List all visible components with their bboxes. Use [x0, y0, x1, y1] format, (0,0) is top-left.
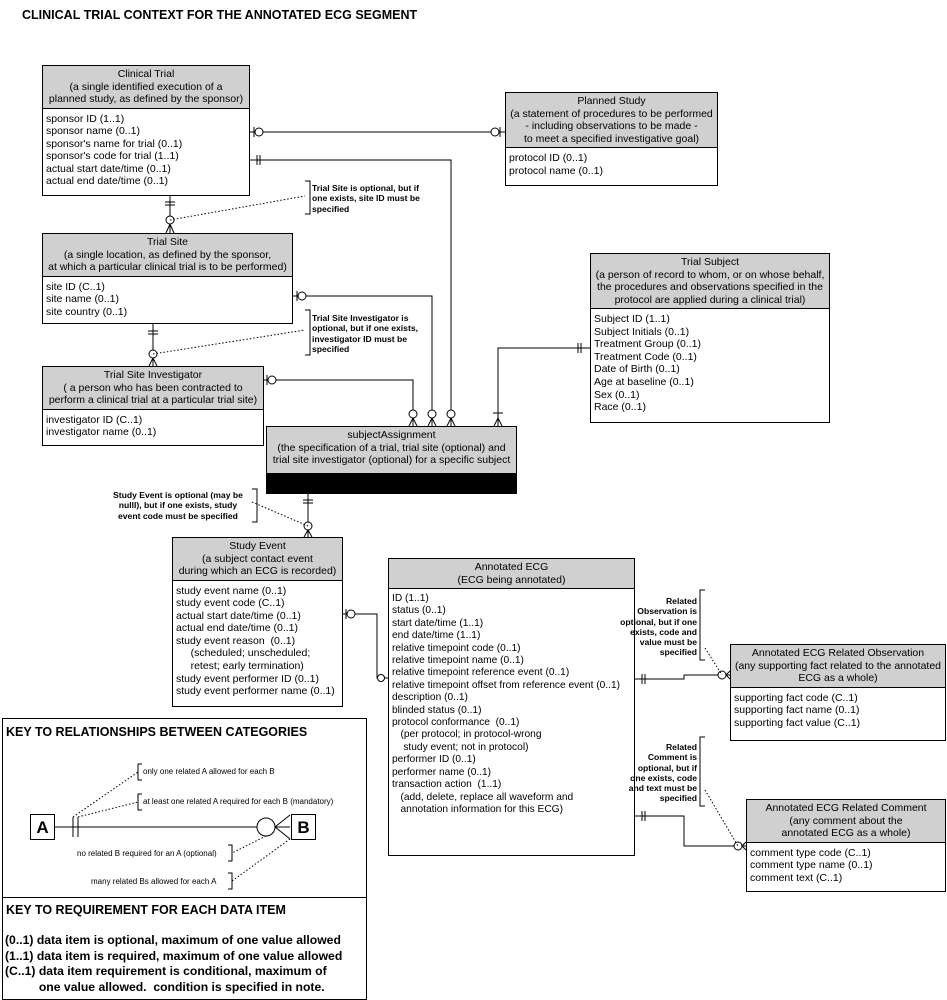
entity-description: (any comment about the: [789, 814, 903, 827]
entity-description: at which a particular clinical trial is …: [48, 261, 287, 273]
entity-header: Annotated ECG Related Comment (any comme…: [747, 800, 945, 843]
entity-title: Study Event: [229, 540, 286, 552]
key-requirements-list: (0..1) data item is optional, maximum of…: [5, 933, 343, 994]
key-relationships-title: KEY TO RELATIONSHIPS BETWEEN CATEGORIES: [6, 725, 308, 739]
entity-title: Trial Subject: [681, 256, 739, 268]
key-entity-b: B: [291, 814, 316, 840]
entity-trial-site[interactable]: Trial Site (a single location, as define…: [42, 233, 293, 324]
entity-attributes: site ID (C..1) site name (0..1) site cou…: [46, 280, 128, 318]
entity-title: Trial Site: [146, 236, 189, 248]
entity-header: Annotated ECG Related Observation (any s…: [731, 645, 945, 688]
key-label-at-least-one: at least one related A required for each…: [143, 797, 334, 806]
entity-description: ( a person who has been contracted to: [63, 381, 243, 394]
entity-description: perform a clinical trial at a particular…: [48, 394, 258, 406]
entity-description: (a statement of procedures to be perform…: [510, 107, 713, 120]
entity-attributes: protocol ID (0..1) protocol name (0..1): [509, 152, 603, 177]
key-relationships-box: [2, 718, 367, 898]
entity-description: during which an ECG is recorded): [178, 565, 337, 577]
entity-trial-subject[interactable]: Trial Subject (a person of record to who…: [590, 253, 830, 423]
entity-attributes: comment type code (C..1) comment type na…: [750, 846, 873, 884]
entity-study-event[interactable]: Study Event (a subject contact event dur…: [172, 537, 343, 707]
entity-annotated-ecg[interactable]: Annotated ECG (ECG being annotated) ID (…: [388, 558, 635, 856]
entity-description: (a person of record to whom, or on whose…: [595, 268, 825, 281]
entity-title: subjectAssignment: [347, 429, 436, 441]
entity-subject-assignment[interactable]: subjectAssignment (the specification of …: [266, 426, 517, 494]
entity-title: Annotated ECG: [474, 561, 549, 573]
entity-description: ECG as a whole): [798, 672, 878, 684]
entity-related-comment[interactable]: Annotated ECG Related Comment (any comme…: [746, 799, 946, 892]
entity-header: Planned Study (a statement of procedures…: [506, 93, 717, 148]
entity-description: (a single location, as defined by the sp…: [63, 248, 272, 261]
entity-attributes: Subject ID (1..1) Subject Initials (0..1…: [594, 313, 701, 414]
entity-description: (a subject contact event: [202, 552, 313, 565]
key-entity-a: A: [30, 814, 55, 840]
diagram-title: CLINICAL TRIAL CONTEXT FOR THE ANNOTATED…: [22, 8, 418, 22]
entity-attributes: sponsor ID (1..1) sponsor name (0..1) sp…: [46, 112, 183, 188]
entity-description: the procedures and observations specifie…: [597, 281, 823, 293]
entity-header: Trial Site (a single location, as define…: [43, 234, 292, 277]
entity-description: (ECG being annotated): [457, 573, 566, 586]
entity-description: (any supporting fact related to the anno…: [734, 659, 942, 672]
entity-attributes-filled: [267, 474, 516, 494]
entity-attributes: investigator ID (C..1) investigator name…: [46, 413, 157, 439]
entity-attributes: study event name (0..1) study event code…: [176, 584, 335, 698]
key-label-only-one: only one related A allowed for each B: [143, 767, 275, 776]
entity-description: protocol are applied during a clinical t…: [614, 293, 806, 306]
entity-header: Clinical Trial (a single identified exec…: [43, 66, 249, 109]
entity-header: Study Event (a subject contact event dur…: [173, 538, 342, 581]
note-trial-site-investigator: Trial Site Investigator is optional, but…: [312, 313, 418, 354]
entity-description: trial site investigator (optional) for a…: [272, 454, 511, 466]
entity-header: subjectAssignment (the specification of …: [267, 427, 516, 474]
entity-title: Planned Study: [577, 95, 646, 107]
entity-trial-site-investigator[interactable]: Trial Site Investigator ( a person who h…: [42, 366, 264, 446]
entity-title: Clinical Trial: [117, 68, 175, 80]
entity-clinical-trial[interactable]: Clinical Trial (a single identified exec…: [42, 65, 250, 196]
entity-header: Trial Subject (a person of record to who…: [591, 254, 829, 309]
key-label-no-related: no related B required for an A (optional…: [77, 849, 217, 858]
entity-attributes: ID (1..1) status (0..1) start date/time …: [392, 593, 621, 815]
entity-planned-study[interactable]: Planned Study (a statement of procedures…: [505, 92, 718, 186]
note-study-event: Study Event is optional (may be nulll), …: [113, 490, 243, 521]
entity-description: annotated ECG as a whole): [781, 827, 911, 839]
entity-attributes: supporting fact code (C..1) supporting f…: [734, 691, 861, 729]
entity-related-observation[interactable]: Annotated ECG Related Observation (any s…: [730, 644, 946, 741]
entity-header: Trial Site Investigator ( a person who h…: [43, 367, 263, 410]
entity-header: Annotated ECG (ECG being annotated): [389, 559, 634, 589]
entity-description: to meet a specified investigative goal): [523, 132, 700, 145]
entity-description: planned study, as defined by the sponsor…: [48, 93, 244, 105]
entity-title: Annotated ECG Related Observation: [751, 647, 925, 659]
entity-description: - including observations to be made -: [525, 120, 698, 132]
note-related-comment: Related Comment is optional, but if one …: [628, 742, 697, 804]
note-trial-site: Trial Site is optional, but if one exist…: [312, 183, 420, 214]
entity-title: Annotated ECG Related Comment: [765, 802, 927, 814]
note-related-observation: Related Observation is optional, but if …: [620, 596, 697, 658]
entity-title: Trial Site Investigator: [103, 369, 203, 381]
entity-description: (the specification of a trial, trial sit…: [277, 441, 506, 454]
key-requirements-box: [2, 897, 367, 1000]
key-requirements-title: KEY TO REQUIREMENT FOR EACH DATA ITEM: [6, 903, 286, 917]
key-label-many: many related Bs allowed for each A: [91, 877, 217, 886]
entity-description: (a single identified execution of a: [69, 80, 223, 93]
